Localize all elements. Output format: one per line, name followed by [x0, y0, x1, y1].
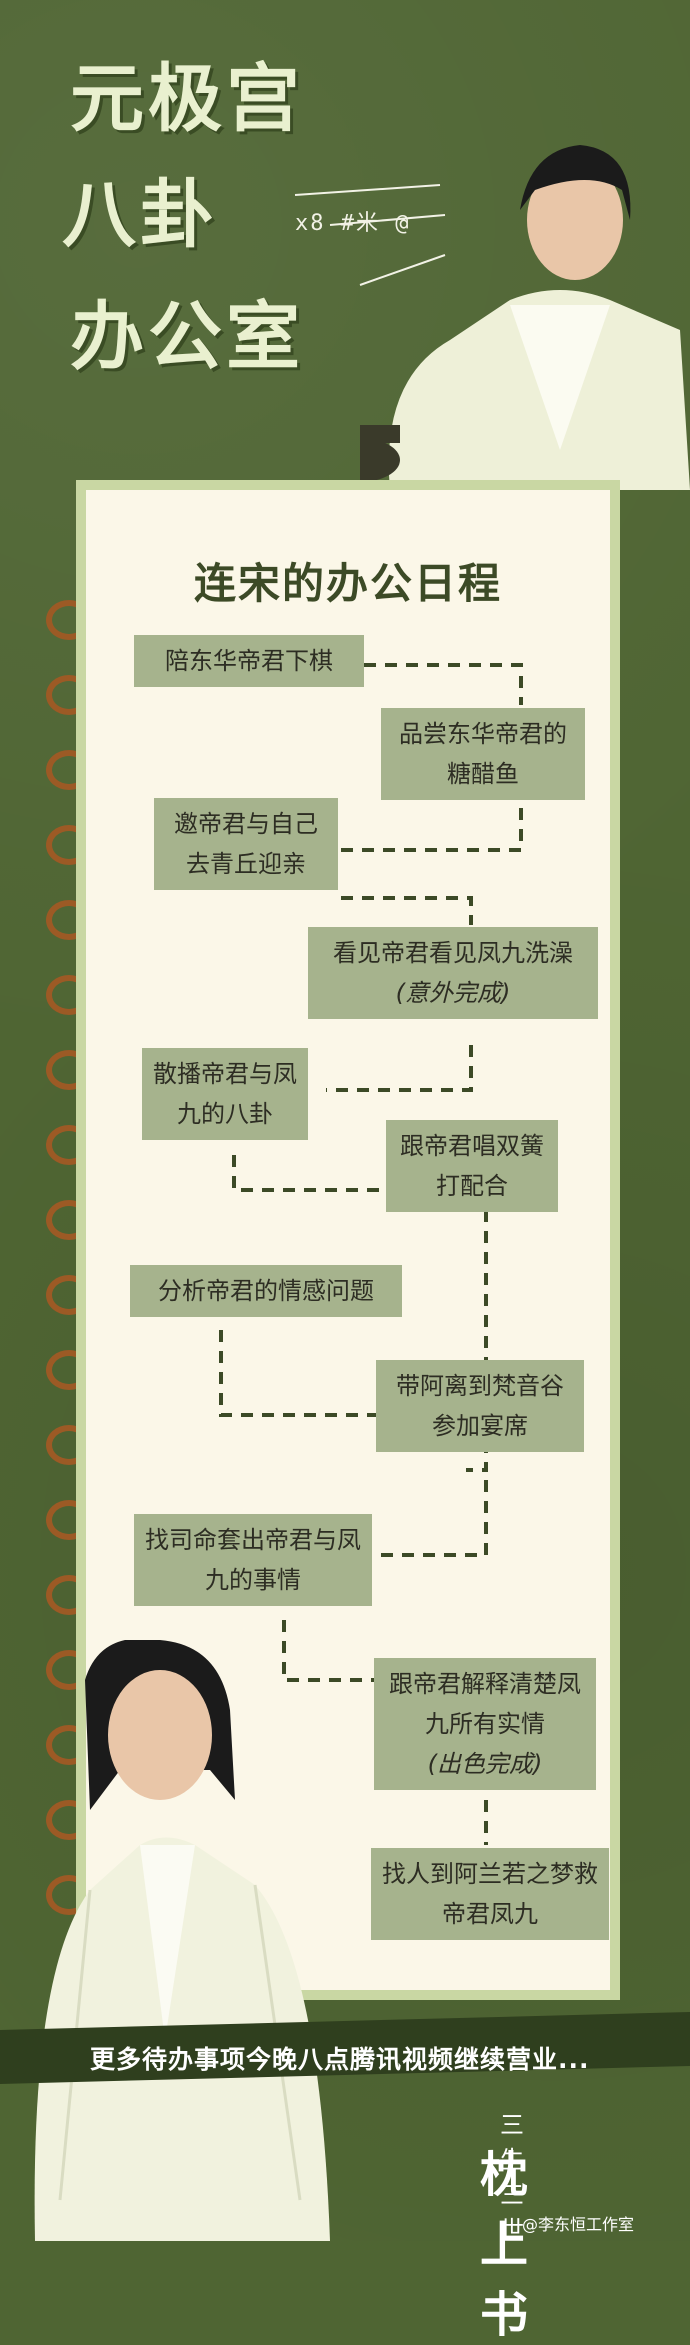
task-item: 找司命套出帝君与凤九的事情 [134, 1514, 372, 1606]
binder-ring [46, 675, 92, 715]
task-text: 找司命套出帝君与凤九的事情 [145, 1526, 361, 1594]
binder-ring [46, 1725, 92, 1765]
task-text: 分析帝君的情感问题 [158, 1277, 374, 1305]
task-item: 跟帝君唱双簧打配合 [386, 1120, 558, 1212]
title-line-3: 办公室 [70, 294, 304, 380]
binder-ring [46, 1875, 92, 1915]
title-line-1: 元极宫 [70, 56, 304, 142]
task-text: 品尝东华帝君的糖醋鱼 [399, 720, 567, 788]
binder-ring [46, 825, 92, 865]
banner-text: 更多待办事项今晚八点腾讯视频继续营业... [90, 2045, 590, 2074]
card-title: 连宋的办公日程 [193, 559, 502, 608]
binder-ring [46, 1200, 92, 1240]
binder-ring [46, 900, 92, 940]
binder-ring [46, 1575, 92, 1615]
task-note: (意外完成) [395, 979, 511, 1007]
binder-ring [46, 1425, 92, 1465]
logo-small-text: 三生三世 [500, 2111, 527, 2244]
doodle-lines [294, 184, 446, 286]
binder-ring [46, 600, 92, 640]
task-item: 邀帝君与自己去青丘迎亲 [154, 798, 338, 890]
task-text: 带阿离到梵音谷参加宴席 [396, 1372, 564, 1440]
binder-ring [46, 1125, 92, 1165]
task-text: 邀帝君与自己去青丘迎亲 [174, 810, 318, 878]
schedule-card: 连宋的办公日程 陪东华帝君下棋 品尝东华帝君的糖醋鱼 邀帝君与自己去青丘迎亲 看… [76, 480, 620, 2000]
task-item: 带阿离到梵音谷参加宴席 [376, 1360, 584, 1452]
watermark-credit: @李东恒工作室 [522, 2215, 635, 2234]
task-item: 跟帝君解释清楚凤九所有实情 (出色完成) [374, 1658, 596, 1790]
task-text: 散播帝君与凤九的八卦 [153, 1060, 297, 1128]
actor-photo-bottom [34, 1640, 330, 2241]
task-text: 陪东华帝君下棋 [165, 647, 333, 675]
actor-photo-top [360, 145, 690, 490]
binder-ring [46, 975, 92, 1015]
task-item: 看见帝君看见凤九洗澡 (意外完成) [308, 927, 598, 1019]
logo-big-text: 枕上书 [480, 2147, 531, 2343]
dashed-connectors [219, 663, 523, 1845]
banner-stripe [0, 2012, 690, 2084]
doodle-text: x8 #米 @ [295, 211, 411, 236]
task-item: 陪东华帝君下棋 [134, 635, 364, 687]
binder-ring [46, 1800, 92, 1840]
task-text: 跟帝君唱双簧打配合 [400, 1132, 544, 1200]
task-text: 看见帝君看见凤九洗澡 [333, 939, 573, 967]
binder-ring [46, 1650, 92, 1690]
binder-ring [46, 1275, 92, 1315]
binder-ring [46, 1050, 92, 1090]
task-note: (出色完成) [427, 1750, 543, 1778]
task-text: 跟帝君解释清楚凤九所有实情 [389, 1670, 581, 1738]
binder-ring [46, 1350, 92, 1390]
task-item: 找人到阿兰若之梦救帝君凤九 [371, 1848, 609, 1940]
binder-ring [46, 1500, 92, 1540]
task-text: 找人到阿兰若之梦救帝君凤九 [382, 1860, 598, 1928]
task-item: 分析帝君的情感问题 [130, 1265, 402, 1317]
binder-ring [46, 750, 92, 790]
task-item: 品尝东华帝君的糖醋鱼 [381, 708, 585, 800]
title-line-2: 八卦 [62, 172, 218, 258]
task-item: 散播帝君与凤九的八卦 [142, 1048, 308, 1140]
